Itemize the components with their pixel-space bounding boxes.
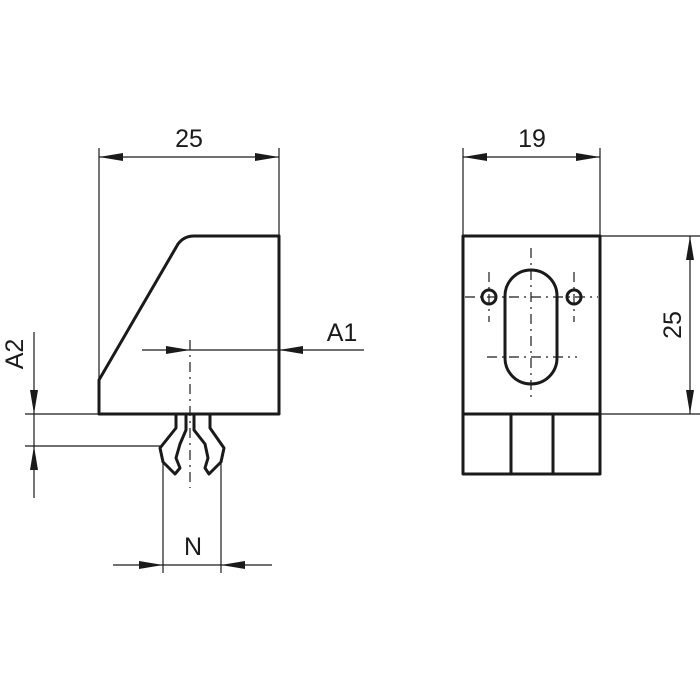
side-view-clip-foot — [158, 412, 188, 476]
side-view-width-dimension: 25 — [98, 125, 280, 414]
side-view-width-label: 25 — [175, 125, 203, 153]
side-view-body-outline — [97, 234, 281, 416]
side-view-n-dimension: N — [113, 462, 272, 573]
side-view-n-label: N — [184, 533, 202, 561]
side-view-a2-label: A2 — [1, 339, 29, 370]
front-view-body-outline — [461, 234, 602, 476]
side-view: 25 A1 A2 N — [1, 125, 364, 573]
side-view-clip-foot-right — [192, 412, 226, 476]
front-view: 19 25 — [461, 125, 700, 476]
side-view-a2-dimension: A2 — [1, 332, 160, 498]
front-view-height-dimension: 25 — [600, 235, 700, 415]
front-view-height-label: 25 — [659, 311, 687, 339]
front-view-width-dimension: 19 — [462, 125, 601, 236]
side-view-a1-dimension: A1 — [142, 319, 364, 354]
front-view-width-label: 19 — [518, 125, 546, 153]
side-view-a1-label: A1 — [327, 319, 358, 347]
